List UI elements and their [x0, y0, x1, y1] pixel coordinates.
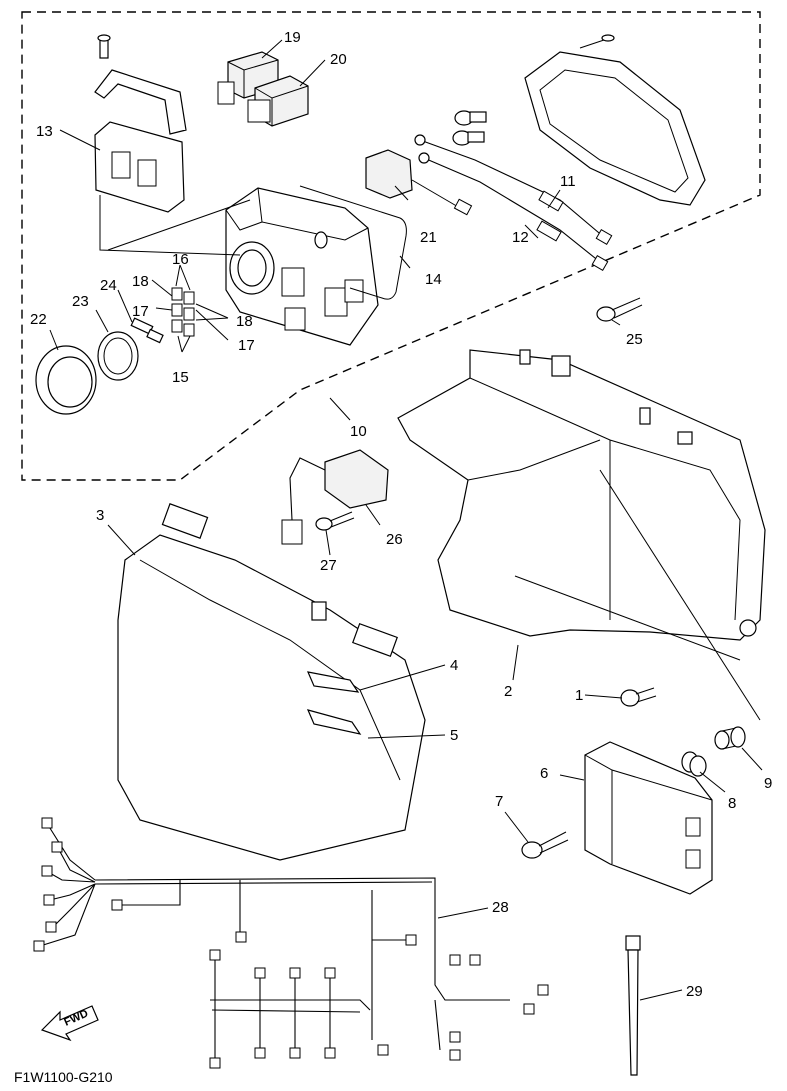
bolt-25 [596, 297, 643, 322]
callout-2: 2 [504, 683, 512, 700]
callout-5: 5 [450, 727, 458, 744]
o-ring-23 [97, 331, 139, 381]
callout-21: 21 [420, 229, 437, 246]
screw-27 [315, 511, 355, 531]
callouts: 1 2 3 4 5 6 7 8 9 10 11 12 13 14 15 16 1… [30, 29, 772, 1000]
bolt-7 [521, 831, 569, 859]
callout-16: 16 [172, 251, 189, 268]
fuse-block [171, 287, 195, 337]
callout-20: 20 [330, 51, 347, 68]
bracket-with-screw [94, 34, 187, 135]
cable-12 [418, 152, 609, 272]
collar-9 [714, 726, 746, 750]
callout-18a: 18 [132, 273, 149, 290]
callout-17b: 17 [238, 337, 255, 354]
cable-tie-29 [625, 935, 641, 1076]
decal-5 [306, 709, 362, 735]
callout-12: 12 [512, 229, 529, 246]
callout-10: 10 [350, 423, 367, 440]
callout-3: 3 [96, 507, 104, 524]
callout-17a: 17 [132, 303, 149, 320]
callout-8: 8 [728, 795, 736, 812]
callout-11: 11 [560, 173, 576, 190]
lower-tray-2 [397, 349, 766, 641]
callout-9: 9 [764, 775, 772, 792]
fuse-puller-24 [130, 317, 164, 344]
callout-7: 7 [495, 793, 503, 810]
callout-23: 23 [72, 293, 89, 310]
box-lid-plate [524, 34, 706, 206]
callout-18b: 18 [236, 313, 253, 330]
cable-11 [414, 134, 613, 246]
callout-4: 4 [450, 657, 458, 674]
junction-26 [281, 449, 389, 545]
fwd-arrow-icon: FWD [40, 1005, 99, 1042]
cap-22 [35, 345, 97, 415]
callout-14: 14 [425, 271, 442, 288]
callout-1: 1 [575, 687, 583, 704]
callout-24: 24 [100, 277, 117, 294]
grommet-8 [681, 751, 707, 777]
callout-25: 25 [626, 331, 643, 348]
callout-22: 22 [30, 311, 47, 328]
decal-4 [307, 671, 360, 693]
callout-19: 19 [284, 29, 301, 46]
callout-6: 6 [540, 765, 548, 782]
callout-15: 15 [172, 369, 189, 386]
callout-26: 26 [386, 531, 403, 548]
callout-28: 28 [492, 899, 509, 916]
control-unit-6 [584, 741, 713, 895]
callout-13: 13 [36, 123, 53, 140]
callout-29: 29 [686, 983, 703, 1000]
fittings [452, 110, 487, 146]
callout-27: 27 [320, 557, 337, 574]
gasket-14 [299, 185, 407, 300]
relay-20 [247, 75, 309, 127]
sensor-21 [365, 149, 473, 216]
subassembly-boundary [21, 11, 761, 481]
leader-lines [49, 39, 763, 1001]
rubber-cover-13 [94, 121, 185, 213]
electrical-box-assembly [225, 187, 379, 346]
drawing-code: F1W1100-G210 [14, 1069, 113, 1085]
cover-3 [117, 503, 426, 861]
wire-harness-28 [33, 817, 549, 1069]
bolt-1 [620, 687, 657, 707]
